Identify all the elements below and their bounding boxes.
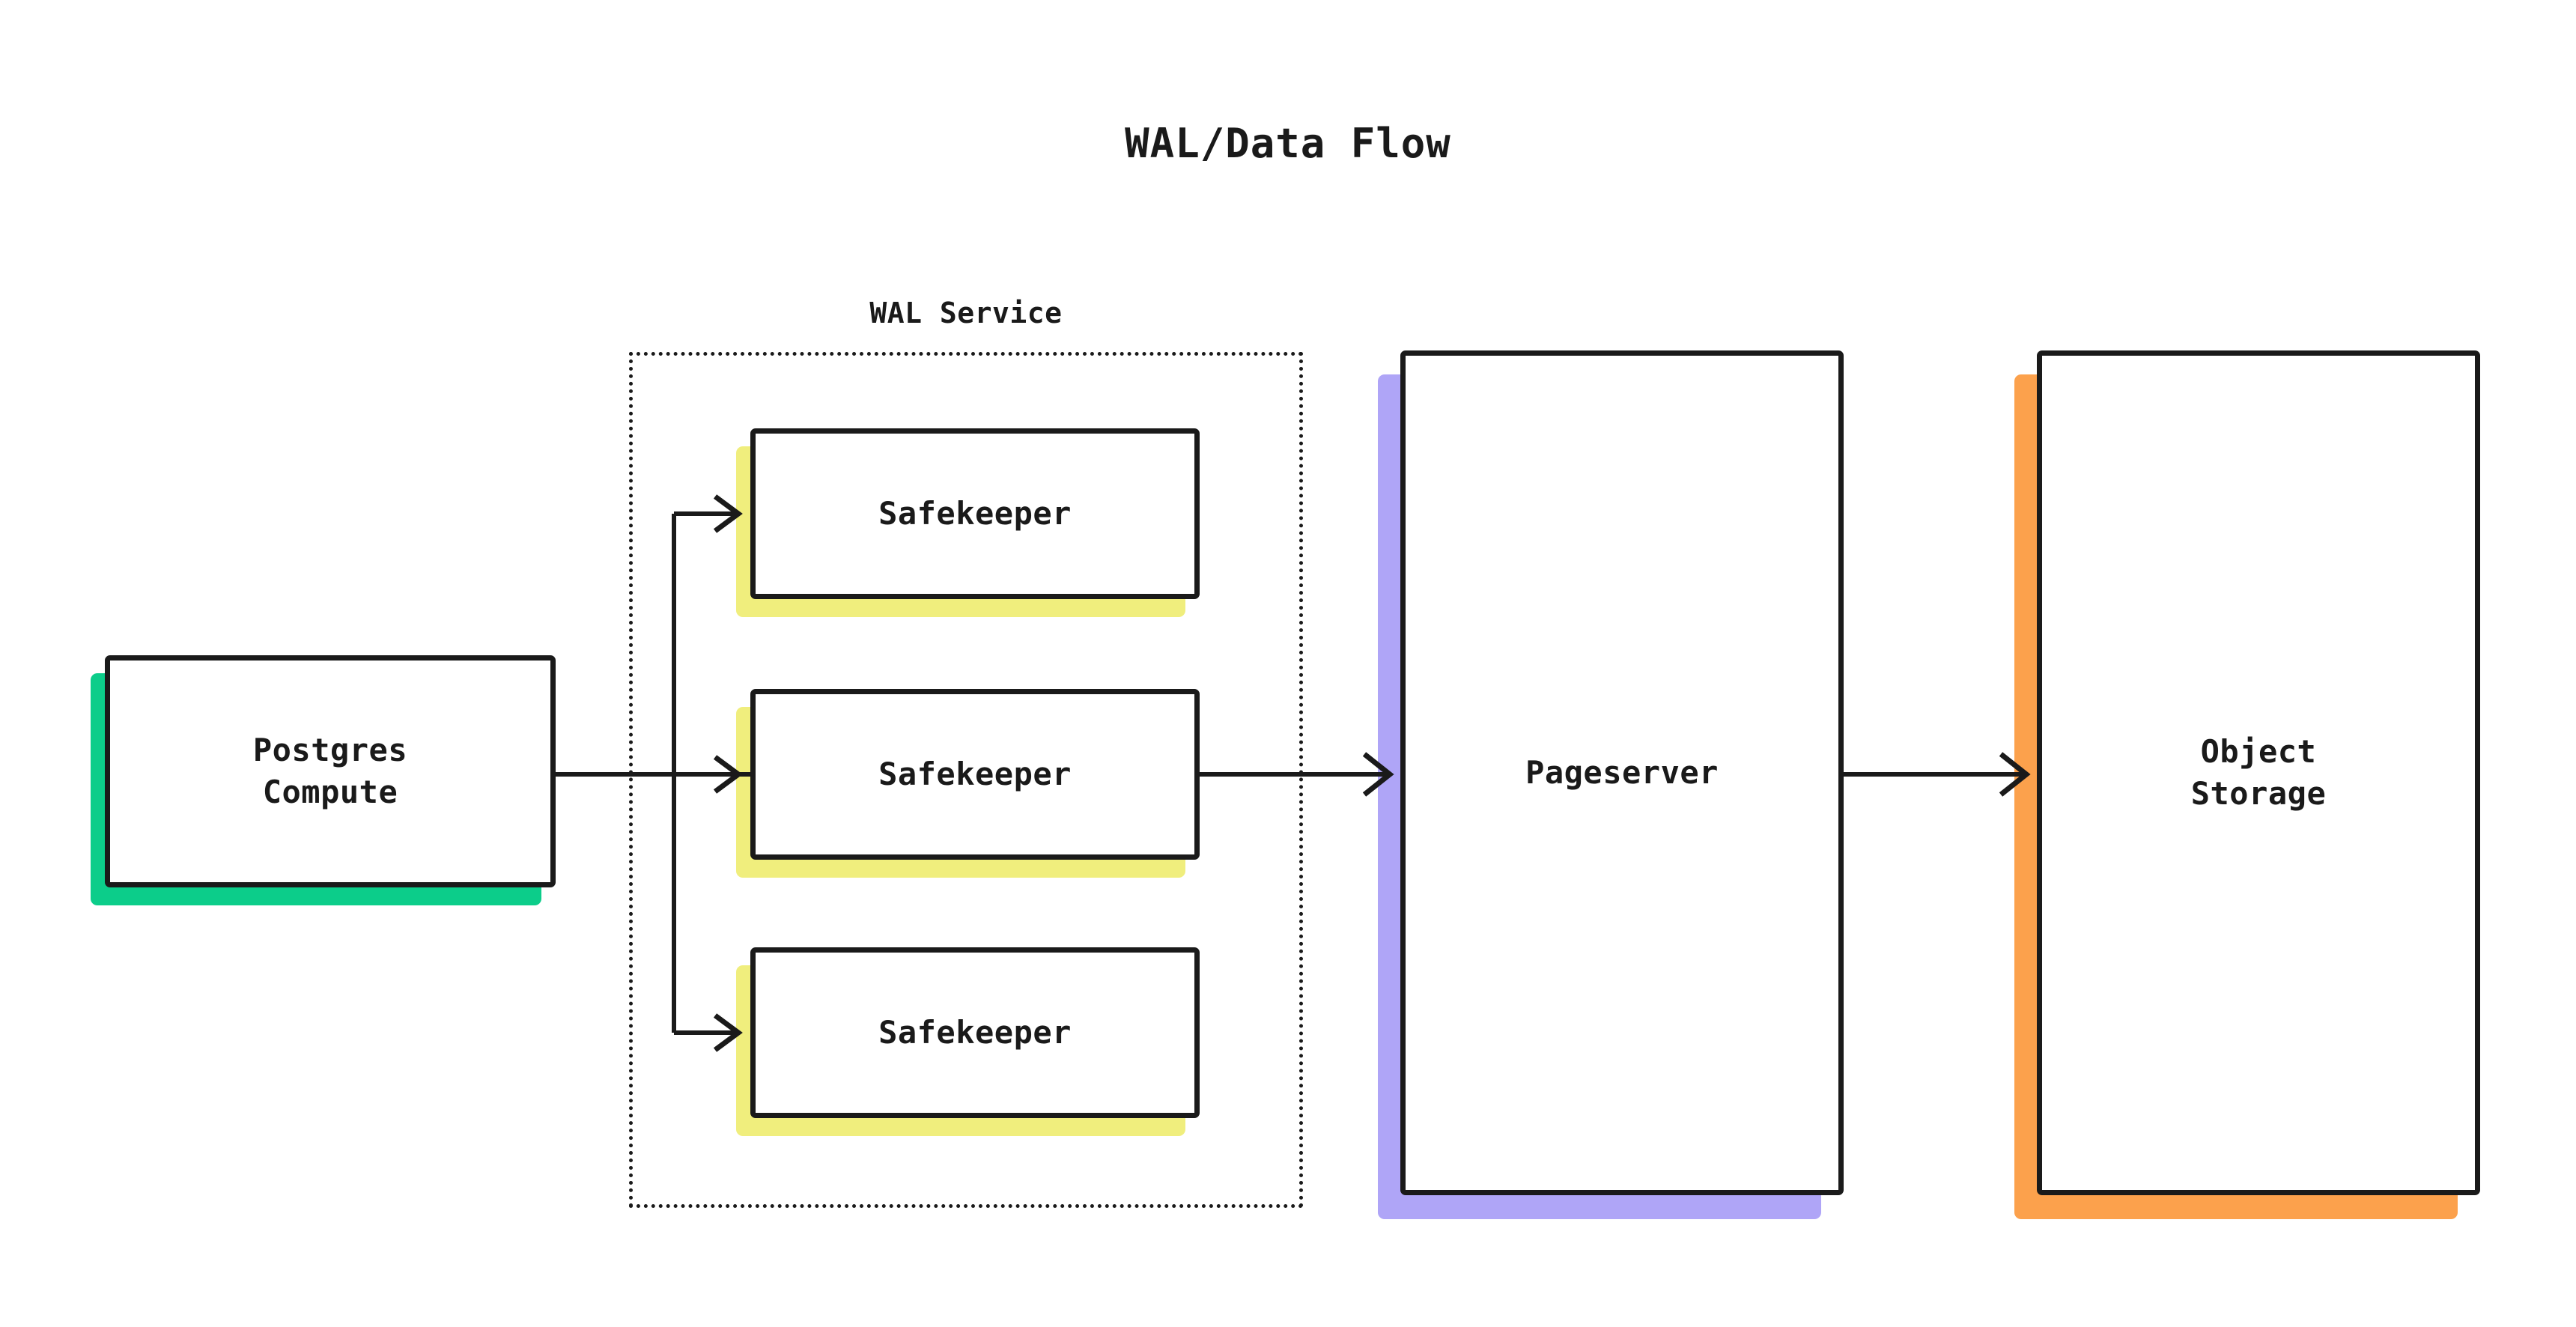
node-face-pageserver: Pageserver (1400, 350, 1844, 1195)
node-pageserver[interactable]: Pageserver (1378, 350, 1844, 1219)
node-label-postgres-compute: Postgres Compute (252, 732, 408, 810)
node-face-postgres-compute: Postgres Compute (105, 655, 556, 887)
node-label-pageserver: Pageserver (1525, 754, 1719, 792)
node-face-object-storage: Object Storage (2037, 350, 2480, 1195)
group-label-wal-service: WAL Service (869, 297, 1063, 330)
node-object-storage[interactable]: Object Storage (2014, 350, 2480, 1219)
node-safekeeper-1[interactable]: Safekeeper (736, 428, 1200, 617)
group-boundary-wal-service (629, 352, 1303, 1208)
node-face-safekeeper-2: Safekeeper (750, 689, 1200, 860)
node-label-safekeeper-1: Safekeeper (878, 495, 1072, 532)
node-safekeeper-2[interactable]: Safekeeper (736, 689, 1200, 878)
node-postgres-compute[interactable]: Postgres Compute (91, 655, 556, 905)
node-label-object-storage: Object Storage (2190, 733, 2327, 812)
node-safekeeper-3[interactable]: Safekeeper (736, 947, 1200, 1136)
node-label-safekeeper-2: Safekeeper (878, 756, 1072, 793)
page-title: WAL/Data Flow (1125, 120, 1451, 167)
node-label-safekeeper-3: Safekeeper (878, 1014, 1072, 1051)
node-face-safekeeper-3: Safekeeper (750, 947, 1200, 1118)
node-face-safekeeper-1: Safekeeper (750, 428, 1200, 599)
